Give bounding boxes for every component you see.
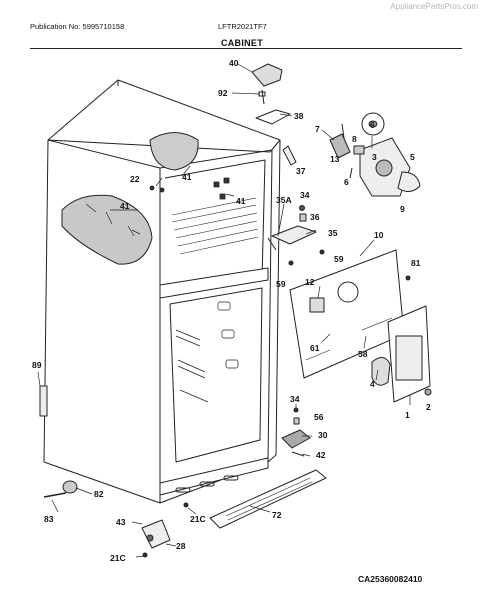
callout-label: 40 <box>229 58 239 68</box>
callout-label: 43 <box>116 517 126 527</box>
callout-label: 41 <box>236 196 246 206</box>
callout-label: 42 <box>316 450 326 460</box>
callout-label: 30 <box>318 430 328 440</box>
toe-grille <box>209 469 327 529</box>
callout-label: 34 <box>290 394 300 404</box>
callout-label: 10 <box>374 230 384 240</box>
callout-label: 83 <box>44 514 54 524</box>
title-rule <box>30 48 462 49</box>
callout-label: 37 <box>296 166 306 176</box>
callout-label: 28 <box>176 541 186 551</box>
freezer-clips <box>149 177 230 200</box>
callout-label: 72 <box>272 510 282 520</box>
callout-label: 41 <box>182 172 192 182</box>
diagram-id: CA25360082410 <box>358 574 423 584</box>
part-callouts: 40 92 38 7 6 13 8 5 3 9 41 22 41 37 6 34… <box>32 58 431 584</box>
bottom-hinge-parts <box>281 407 311 457</box>
callout-label: 4 <box>370 379 375 389</box>
callout-label: 35 <box>328 228 338 238</box>
callout-label: 21C <box>110 553 126 563</box>
model-number: LFTR2021TF7 <box>218 22 267 31</box>
callout-label: 41 <box>120 201 130 211</box>
callout-label: 81 <box>411 258 421 268</box>
center-hinge-parts <box>267 205 325 266</box>
foam-pads <box>61 132 199 265</box>
publication-number: Publication No: 5995710158 <box>30 22 125 31</box>
callout-label: 38 <box>294 111 304 121</box>
callout-label: 22 <box>130 174 140 184</box>
callout-label: 5 <box>410 152 415 162</box>
callout-label: 59 <box>334 254 344 264</box>
callout-label: 1 <box>405 410 410 420</box>
callout-label: 59 <box>276 279 286 289</box>
callout-label: 35A <box>276 195 292 205</box>
damper-control-assembly <box>329 112 421 197</box>
callout-label: 6 <box>370 120 375 130</box>
callout-label: 56 <box>314 412 324 422</box>
cabinet-outline <box>39 79 281 504</box>
leader-lines <box>37 63 411 558</box>
callout-label: 36 <box>310 212 320 222</box>
callout-label: 21C <box>190 514 206 524</box>
callout-label: 12 <box>305 277 315 287</box>
watermark: AppliancePartsPros.com <box>390 2 478 11</box>
top-hinge-parts <box>251 63 297 166</box>
callout-label: 92 <box>218 88 228 98</box>
callout-label: 9 <box>400 204 405 214</box>
callout-label: 13 <box>330 154 340 164</box>
callout-label: 61 <box>310 343 320 353</box>
callout-label: 34 <box>300 190 310 200</box>
callout-label: 3 <box>372 152 377 162</box>
callout-label: 58 <box>358 349 368 359</box>
leveling-parts <box>43 480 78 498</box>
diagram-title: CABINET <box>220 38 264 48</box>
callout-label: 2 <box>426 402 431 412</box>
callout-label: 6 <box>344 177 349 187</box>
dispenser-module <box>371 305 432 403</box>
callout-label: 89 <box>32 360 42 370</box>
callout-label: 8 <box>352 134 357 144</box>
callout-label: 7 <box>315 124 320 134</box>
callout-label: 82 <box>94 489 104 499</box>
